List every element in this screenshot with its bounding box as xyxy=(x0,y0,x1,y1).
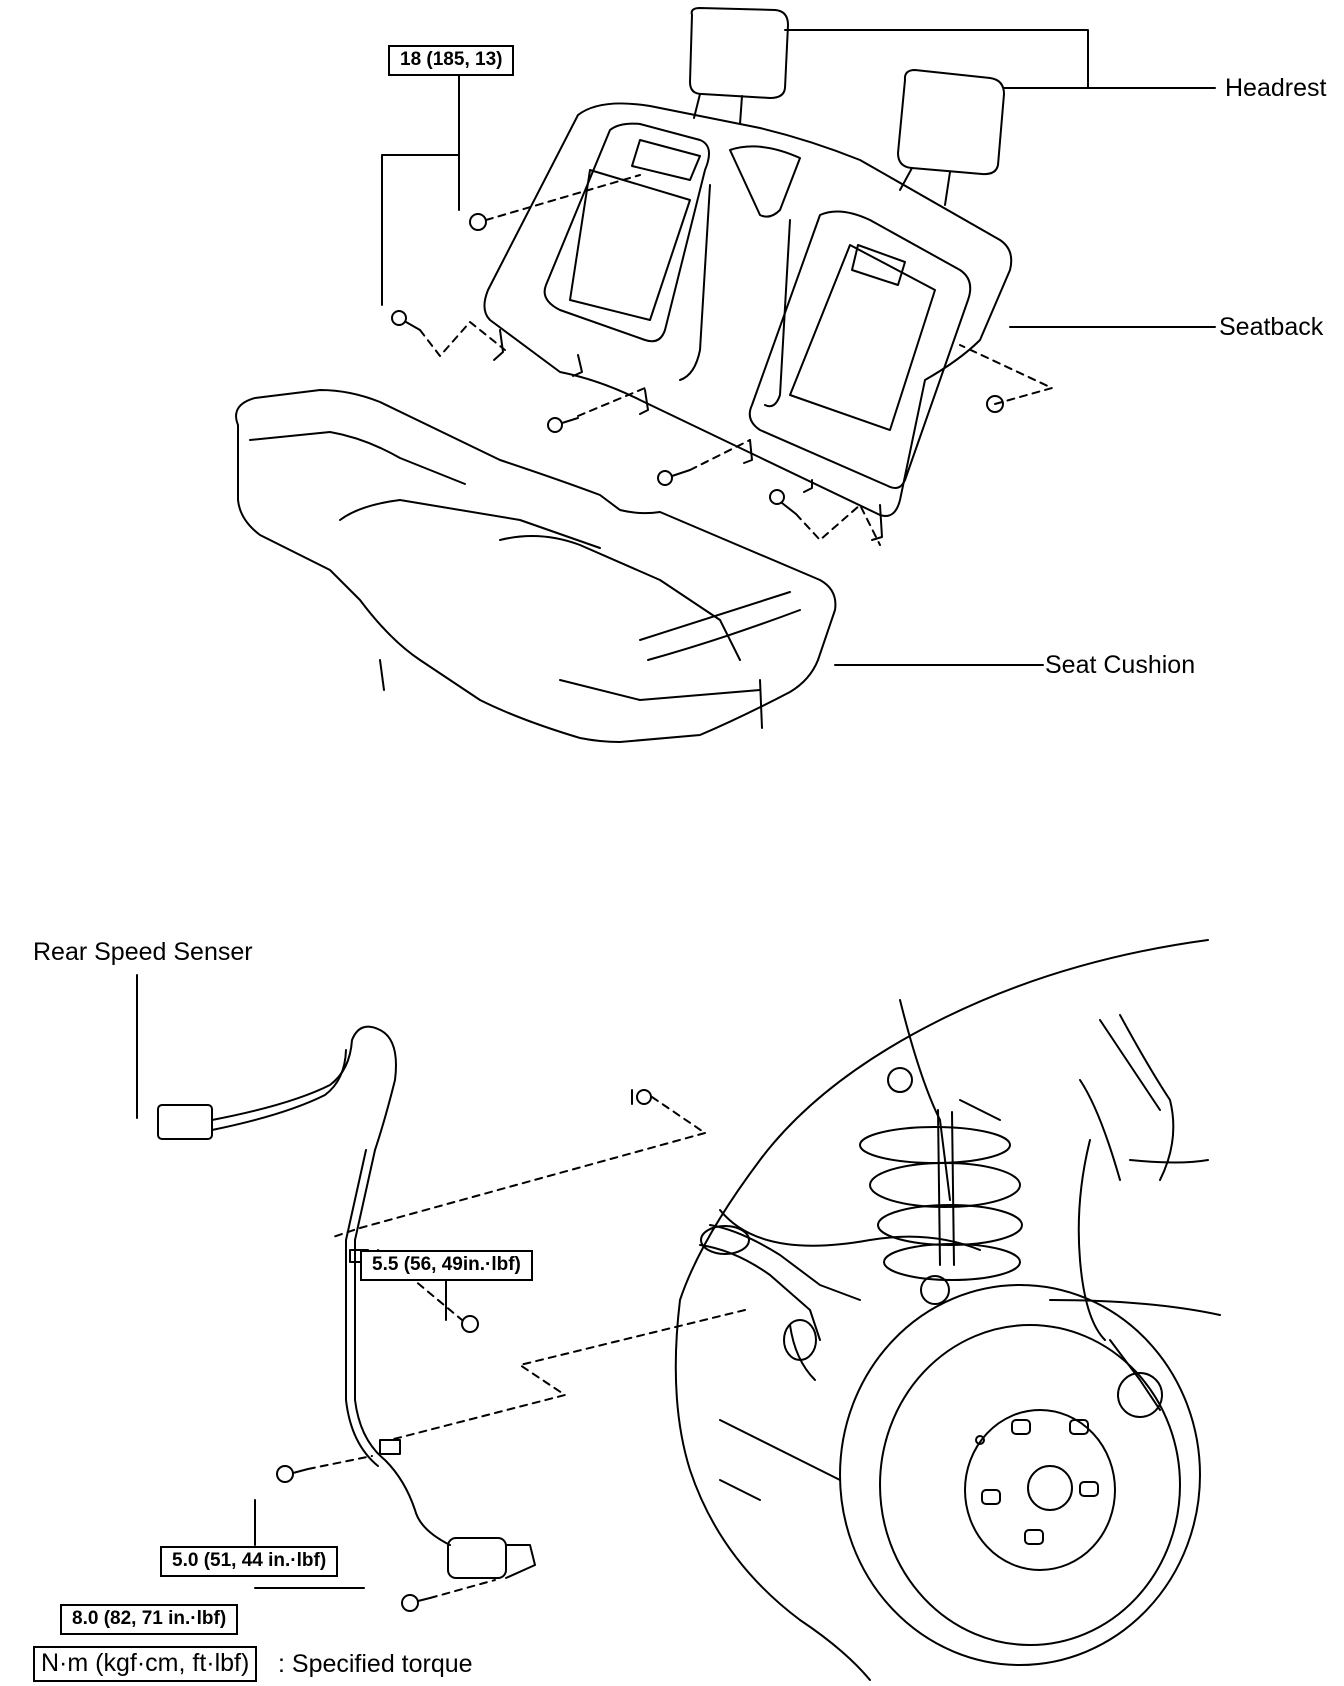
headrest-right xyxy=(897,69,1005,206)
seat-cushion-label: Seat Cushion xyxy=(1045,651,1196,679)
seat-cushion-outline xyxy=(235,389,837,743)
seat-assembly-illustration xyxy=(235,7,1216,743)
headrest-left xyxy=(689,7,789,125)
bottom-dashed-lines xyxy=(307,1096,746,1599)
bottom-fasteners xyxy=(276,1089,652,1612)
headrest-label: Headrest xyxy=(1225,74,1327,102)
torque-label-clamp-bolt: 5.0 (51, 44 in.·lbf) xyxy=(160,1546,339,1577)
assembly-dashed-lines xyxy=(419,174,1053,546)
coil-spring xyxy=(859,1067,1023,1305)
torque-legend-description: : Specified torque xyxy=(278,1650,473,1678)
wheel-housing xyxy=(674,939,1221,1681)
top-leader-lines xyxy=(381,29,1216,666)
torque-label-bracket-bolt: 5.5 (56, 49in.·lbf) xyxy=(360,1250,533,1281)
seatback-outline xyxy=(483,102,1013,541)
torque-label-seatback-bolt: 18 (185, 13) xyxy=(388,45,515,76)
seatback-fasteners xyxy=(391,213,1004,515)
torque-label-sensor-bolt: 8.0 (82, 71 in.·lbf) xyxy=(60,1604,239,1635)
sensor-harness xyxy=(157,1025,536,1579)
torque-unit-legend-box: N·m (kgf·cm, ft·lbf) xyxy=(33,1646,258,1682)
bottom-leader-lines xyxy=(136,974,447,1589)
speed-sensor-illustration xyxy=(136,939,1221,1681)
brake-rotor xyxy=(839,1284,1201,1666)
suspension-arms xyxy=(699,1014,1175,1381)
seatback-label: Seatback xyxy=(1219,313,1324,341)
rear-speed-sensor-label: Rear Speed Senser xyxy=(33,938,253,966)
